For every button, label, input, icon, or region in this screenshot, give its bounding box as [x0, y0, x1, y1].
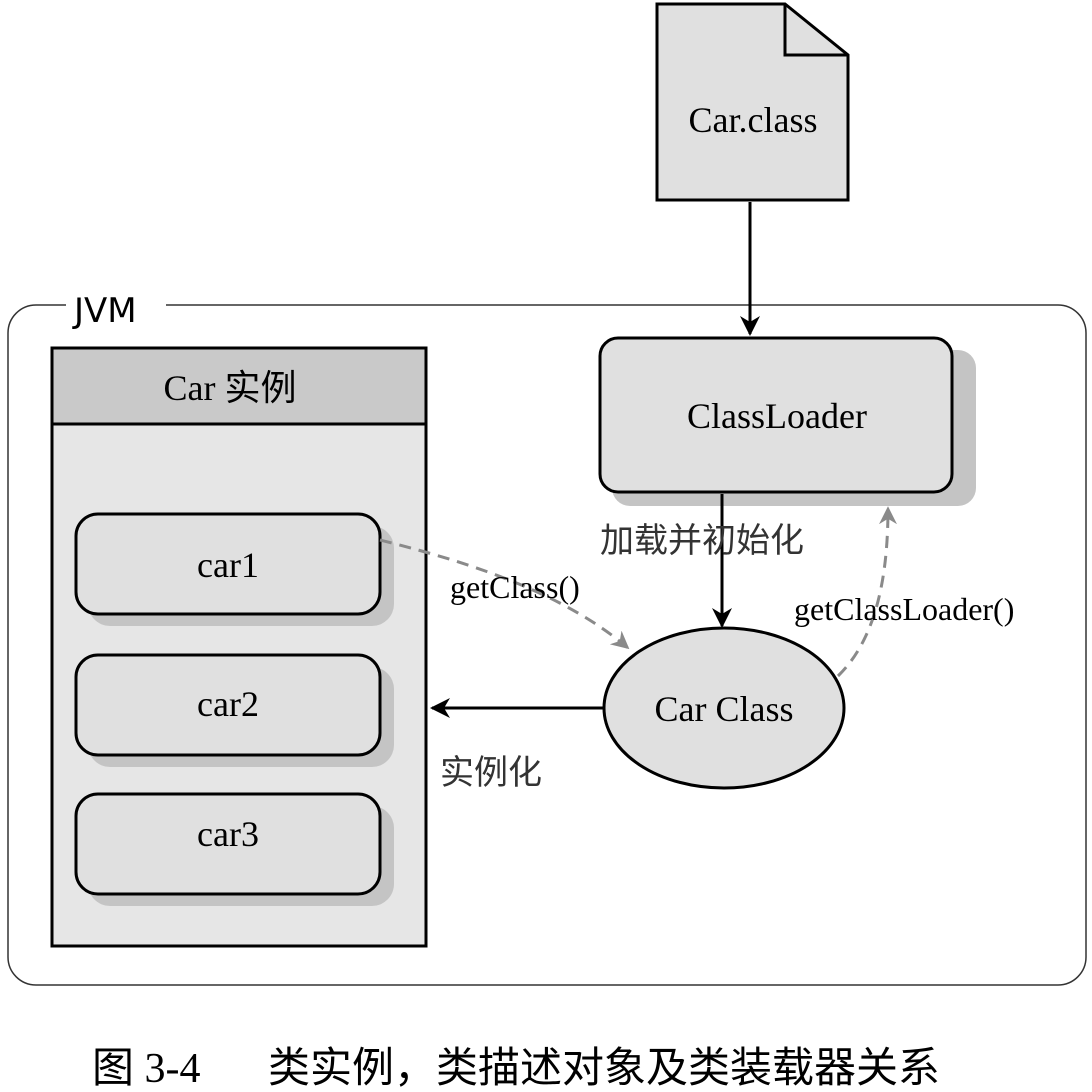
instantiate-label: 实例化 [440, 753, 542, 793]
load-init-label: 加载并初始化 [600, 521, 804, 561]
class-file-label: Car.class [689, 100, 818, 140]
figure-number: 图 3-4 [92, 1046, 201, 1092]
classloader-label: ClassLoader [687, 396, 867, 436]
class-file-icon [655, 2, 850, 202]
jvm-label: JVM [72, 291, 137, 331]
instance-car1 [74, 512, 382, 616]
instances-header-label: Car 实例 [164, 368, 297, 408]
instances-header [50, 346, 428, 426]
get-classloader-label: getClassLoader() [794, 591, 1014, 627]
jvm-container [7, 304, 1087, 986]
instance-car3 [74, 792, 382, 896]
instance-car2-label: car2 [197, 684, 259, 724]
instance-car2 [74, 653, 382, 757]
car-class-node [602, 626, 846, 790]
instance-car1-label: car1 [197, 545, 259, 585]
figure-caption: 类实例，类描述对象及类装载器关系 [268, 1045, 940, 1092]
car-class-label: Car Class [655, 689, 794, 729]
get-classloader-arrow [836, 506, 897, 678]
instance-car3-label: car3 [197, 814, 259, 854]
classloader-box [598, 336, 954, 494]
get-class-label: getClass() [450, 569, 580, 605]
